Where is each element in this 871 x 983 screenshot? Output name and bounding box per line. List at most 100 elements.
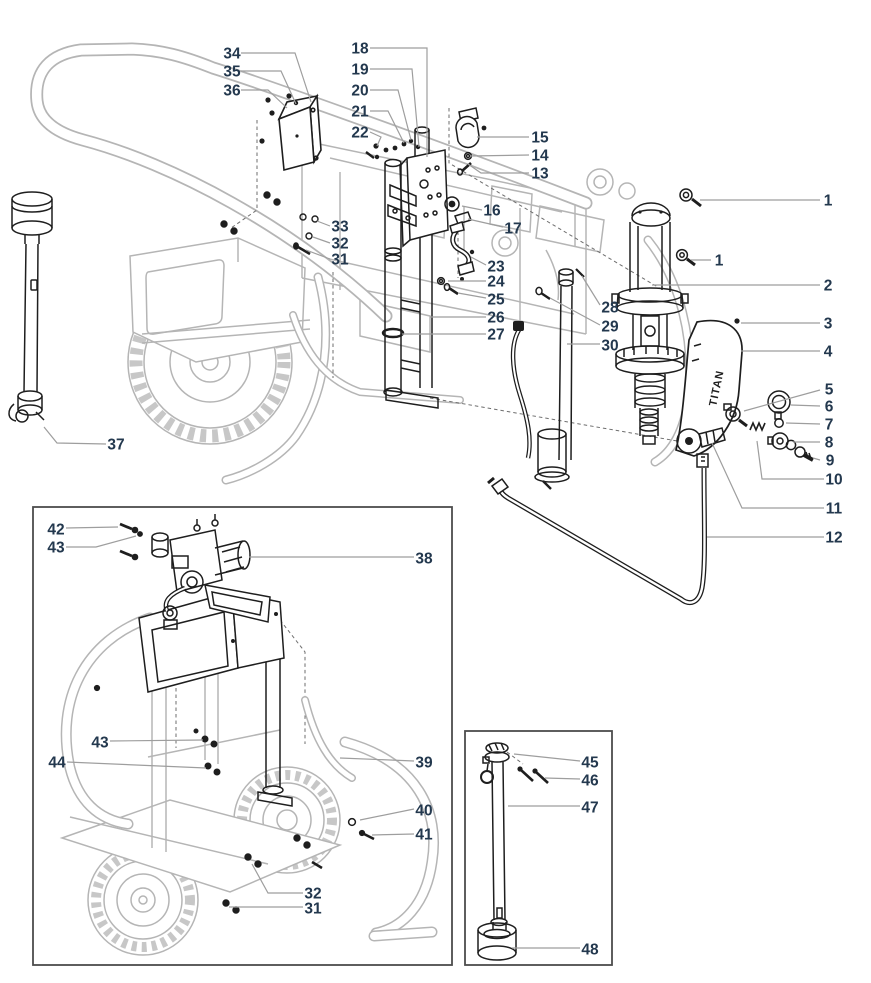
- tee-fitting: [723, 403, 748, 428]
- detail-post: [257, 644, 293, 807]
- callout-3-27: 3: [824, 316, 833, 333]
- detail-box-1: [32, 506, 453, 966]
- callout-48-51: 48: [581, 942, 599, 959]
- callout-41-45: 41: [415, 827, 433, 844]
- callout-43-41: 43: [91, 735, 109, 752]
- callout-28-21: 28: [601, 300, 619, 317]
- callout-2-26: 2: [824, 278, 833, 295]
- leader-6-30: [790, 404, 821, 407]
- leader-9-33: [812, 457, 821, 461]
- fitting-9: [794, 446, 814, 462]
- callout-32-46: 32: [304, 886, 321, 903]
- callout-45-48: 45: [581, 755, 599, 772]
- leader-29-22: [549, 297, 601, 326]
- leader-44-42: [66, 761, 207, 769]
- leader-35-1: [241, 70, 297, 105]
- detail-cart: [59, 592, 440, 956]
- callout-21-6: 21: [351, 104, 369, 121]
- callout-26-19: 26: [487, 310, 505, 327]
- leader-46-49: [544, 777, 581, 780]
- leader-43-39: [66, 535, 137, 548]
- callout-40-44: 40: [415, 803, 432, 820]
- cart-hopper: [129, 237, 306, 363]
- callout-44-42: 44: [48, 755, 66, 772]
- callout-35-1: 35: [223, 64, 241, 81]
- leader-lines: [43, 47, 824, 949]
- leader-36-2: [241, 89, 288, 109]
- control-box-screws: [259, 93, 299, 144]
- callout-22-7: 22: [351, 125, 368, 142]
- pressure-hose: [487, 453, 709, 606]
- callout-31-47: 31: [304, 901, 322, 918]
- handle-fasteners: [220, 191, 319, 256]
- suction-assembly-main: [8, 191, 53, 423]
- callout-15-8: 15: [531, 130, 549, 147]
- fitting-1a: [679, 188, 702, 208]
- leader-10-34: [756, 440, 824, 480]
- callout-13-10: 13: [531, 166, 549, 183]
- leader-14-9: [469, 154, 530, 157]
- fitting-1b: [675, 248, 696, 267]
- callout-37-37: 37: [107, 437, 124, 454]
- leader-32-14: [312, 236, 331, 244]
- callout-31-15: 31: [331, 252, 349, 269]
- callout-12-36: 12: [825, 530, 842, 547]
- callout-27-20: 27: [487, 327, 504, 344]
- pump-shield: TITAN: [674, 319, 743, 457]
- leader-11-35: [711, 442, 824, 509]
- callout-16-11: 16: [483, 203, 501, 220]
- leader-40-44: [359, 808, 415, 821]
- leader-28-21: [581, 275, 601, 306]
- leader-13-10: [467, 163, 529, 174]
- callout-10-34: 10: [825, 472, 842, 489]
- callout-4-28: 4: [824, 344, 833, 361]
- callout-1-24: 1: [824, 193, 833, 210]
- callout-43-39: 43: [47, 540, 65, 557]
- leader-32-46: [251, 863, 303, 894]
- callout-23-16: 23: [487, 259, 505, 276]
- callout-29-22: 29: [601, 319, 619, 336]
- spring-10: [749, 420, 766, 433]
- callout-42-38: 42: [47, 522, 64, 539]
- leader-39-43: [339, 757, 415, 762]
- callout-30-23: 30: [601, 338, 618, 355]
- callout-1-25: 1: [715, 253, 724, 270]
- nut-7: [774, 418, 784, 428]
- cart-machinery: [417, 168, 636, 301]
- leader-25-18: [457, 292, 487, 299]
- leader-33-13: [316, 220, 331, 227]
- callout-17-12: 17: [504, 221, 521, 238]
- callout-7-31: 7: [825, 417, 834, 434]
- suction-tube-detail: [477, 742, 549, 961]
- callout-25-18: 25: [487, 292, 505, 309]
- mount-bracket-assembly: [365, 126, 449, 409]
- pump-assembly: TITAN: [487, 188, 814, 606]
- callout-33-13: 33: [331, 219, 349, 236]
- control-box: [259, 93, 322, 172]
- leader-19-4: [370, 68, 420, 148]
- callout-11-35: 11: [826, 501, 843, 518]
- leader-18-3: [370, 47, 428, 157]
- detail-fasteners: [93, 522, 375, 914]
- callout-34-0: 34: [223, 46, 241, 63]
- callout-24-17: 24: [487, 274, 505, 291]
- detail-box-2: [464, 730, 613, 966]
- leader-23-16: [470, 256, 487, 266]
- leader-22-7: [369, 131, 382, 147]
- callout-19-4: 19: [351, 62, 369, 79]
- leader-5-29: [743, 389, 821, 412]
- callout-20-5: 20: [351, 83, 368, 100]
- drain-valve: [676, 427, 726, 454]
- callout-46-49: 46: [581, 773, 599, 790]
- leader-20-5: [370, 89, 412, 141]
- leader-45-48: [513, 753, 581, 762]
- callout-47-50: 47: [581, 800, 598, 817]
- callout-38-40: 38: [415, 551, 433, 568]
- callout-39-43: 39: [415, 755, 433, 772]
- leader-42-38: [65, 526, 119, 529]
- siphon-assembly: [510, 268, 585, 490]
- leader-31-15: [305, 249, 331, 260]
